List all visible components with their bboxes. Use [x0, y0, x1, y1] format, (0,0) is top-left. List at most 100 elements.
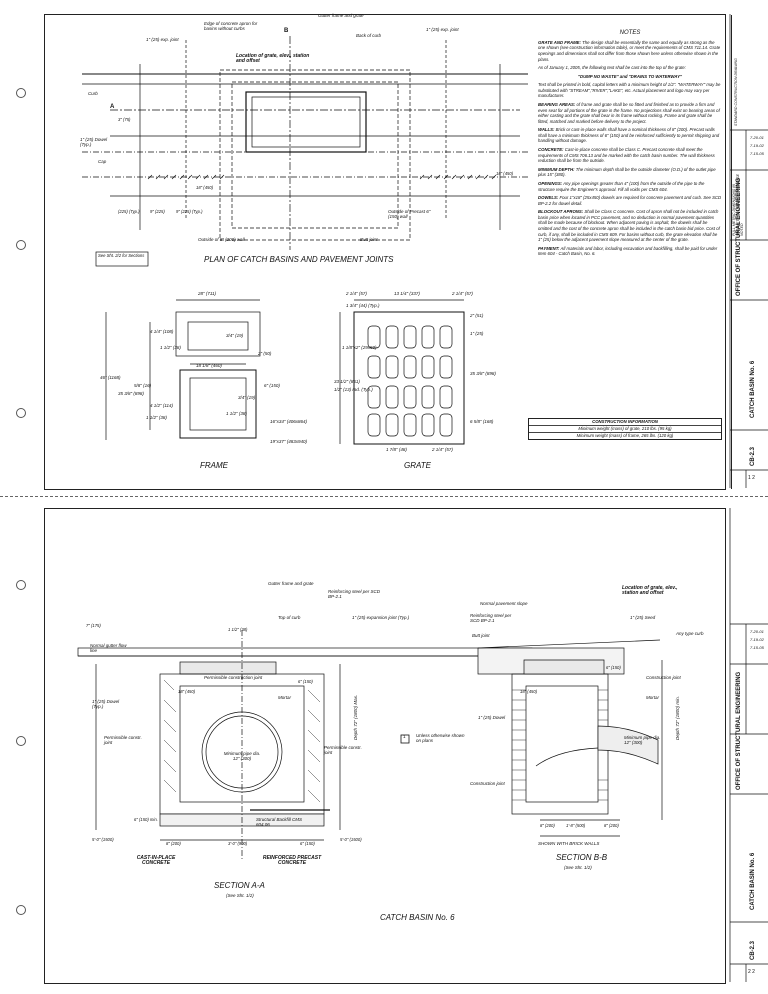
- label-min-pipe-b: Minimum pipe dia. 12" (300): [624, 735, 661, 745]
- dim-9: 9" (225): [150, 209, 165, 214]
- grate-dim: 6 5/8" (168): [470, 419, 494, 424]
- label-dowel-2: 1" (25) Dowel (Typ.): [92, 699, 120, 709]
- rev-date: 7-20-01: [750, 135, 764, 140]
- sheet-1: [44, 14, 732, 490]
- dim-a: 6" (150): [300, 841, 315, 846]
- dim-18: 18" (450): [196, 185, 214, 190]
- note-item: WALLS: Brick or cast-in-place walls shal…: [538, 127, 720, 144]
- section-b-title: SECTION B-B: [556, 853, 608, 862]
- label-mortar: Mortar: [278, 695, 292, 700]
- dim-b: 8" (200): [540, 823, 555, 828]
- rev-date: 7-15-05: [750, 645, 764, 650]
- drawing-title: CATCH BASIN No. 6: [750, 360, 756, 418]
- label-gutter-frame: Gutter frame and grate: [318, 13, 364, 18]
- label-butt-b: Butt joint: [472, 633, 490, 638]
- dim-b: 18" (450): [520, 689, 538, 694]
- label-outside-8: Outside of 8" (200) wall: [198, 237, 245, 242]
- dim-a: 5'-0" (1500): [340, 837, 362, 842]
- construction-info-row: Minimum weight (mass) of frame, 265 lbs.…: [576, 433, 674, 438]
- grate-dim: 1" (25): [470, 331, 484, 336]
- note-item: DOWELS: Four 1"x18" (25x450) dowels are …: [538, 195, 722, 206]
- dim-3: 3" (75): [118, 117, 131, 122]
- frame-dim: 16"x34" (406x864): [270, 419, 307, 424]
- grate-dim: 33 1/2" (851): [334, 379, 360, 384]
- sheet-number-2: 2 2: [748, 969, 755, 975]
- label-exp-joint: 1" (25) expansion joint (Typ.): [352, 615, 410, 620]
- punch-hole: [16, 580, 26, 590]
- label-perm-left: Permissible constr. joint: [104, 735, 142, 745]
- frame-dim: 19"x37" (483x940): [270, 439, 307, 444]
- grate-dim: 2" (51): [470, 313, 484, 318]
- grate-dim: 1 7/8" (48): [386, 447, 407, 452]
- drawing-title-2: CATCH BASIN No. 6: [750, 852, 756, 910]
- label-normal-gutter: Normal gutter flow line: [90, 643, 127, 653]
- section-b-subtitle: (See Sht. 1/2): [564, 865, 592, 870]
- drawing-code-2: CB-2.3: [750, 940, 756, 960]
- frame-dim: 35 3/8" (898): [118, 391, 144, 396]
- label-seed-b: 1" (25) Seed: [630, 615, 656, 620]
- office-name: OFFICE OF STRUCTURAL ENGINEERING: [736, 177, 742, 296]
- dim-a: 5'-0" (1500): [92, 837, 114, 842]
- note-item: GRATE AND FRAME: The design shall be ess…: [538, 39, 721, 62]
- construction-info-title: CONSTRUCTION INFORMATION: [529, 419, 721, 426]
- grate-dim: 1/2" (13) rad. (Typ.): [334, 387, 373, 392]
- grate-dim: 1 3/4" (44) (Typ.): [346, 303, 380, 308]
- label-reinf-b: Reinforcing steel per SCD BP-2.1: [470, 613, 512, 623]
- label-reinf: Reinforcing steel per SCD BP-2.1: [328, 589, 381, 599]
- note-item: Text shall be printed in bold, capital l…: [538, 82, 721, 99]
- dim-b: 8" (200): [604, 823, 619, 828]
- label-any-curb: Any type curb: [676, 631, 704, 636]
- dim-a: 18" (450): [178, 689, 196, 694]
- label-dowel-b: 1" (25) Dowel: [478, 715, 506, 720]
- frame-dim: 2" (50): [258, 351, 272, 356]
- label-see-sheet: See Sht. 2/2 for Sections: [98, 253, 145, 258]
- note-item: OPENINGS: Any pipe openings greater than…: [538, 180, 705, 192]
- dim-a: 8" (200): [166, 841, 181, 846]
- section-a-subtitle: (See Sht. 1/2): [226, 893, 254, 898]
- note-item: "DUMP NO WASTE" and "DRAINS TO WATERWAY": [577, 73, 683, 79]
- note-number: 1: [403, 734, 406, 739]
- note-item: BLOCKOUT APRONS: Shall be Class C concre…: [538, 209, 720, 243]
- label-depth-b: Depth 72" (1800) min.: [675, 696, 680, 740]
- label-outside-precast: Outside of Precast 6" (150) wall: [388, 209, 431, 219]
- grate-dim: 2 1/4" (57): [346, 291, 367, 296]
- grate-dim: 1 1/8"x2" (29x50): [342, 345, 377, 350]
- frame-dim: 28" (711): [198, 291, 217, 296]
- label-exp-joint-right: 1" (25) exp. joint: [426, 27, 459, 32]
- note-item: BEARING AREAS: of frame and grate shall …: [538, 102, 720, 124]
- office-name-2: OFFICE OF STRUCTURAL ENGINEERING: [736, 671, 742, 790]
- frame-dim: 1 1/2" (38): [160, 345, 181, 350]
- label-constr-b: Construction joint: [646, 675, 681, 680]
- label-top-curb: Top of curb: [278, 615, 301, 620]
- construction-info-table: CONSTRUCTION INFORMATION Minimum weight …: [528, 418, 722, 440]
- dim-9-typ: 9" (225) (Typ.): [176, 209, 203, 214]
- label-dowel: 1" (25) Dowel (Typ.): [80, 137, 108, 147]
- title-block: [731, 15, 732, 489]
- label-cast-in-place: CAST-IN-PLACE CONCRETE: [136, 855, 176, 867]
- label-constr-joint: Permissible construction joint: [204, 675, 263, 680]
- label-cap: Cap: [98, 159, 107, 164]
- frame-dim: 46" (1168): [100, 375, 121, 380]
- approved-stamp: STANDARD CONSTRUCTION DRAWING: [734, 58, 738, 126]
- unless-note: Unless otherwise shown on plans: [416, 733, 465, 743]
- label-curb: Curb: [88, 91, 98, 96]
- rev-date: 7-20-01: [750, 629, 764, 634]
- frame-title: FRAME: [200, 461, 228, 470]
- perforation-line: [0, 496, 768, 497]
- dim-b: 1'-8" (500): [566, 823, 586, 828]
- label-normal-b: Normal pavement slope: [480, 601, 528, 606]
- punch-hole: [16, 408, 26, 418]
- plan-title: PLAN OF CATCH BASINS AND PAVEMENT JOINTS: [204, 255, 394, 264]
- footer-title: CATCH BASIN No. 6: [380, 913, 455, 922]
- note-item: CONCRETE: Cast-in-place concrete shall b…: [538, 147, 715, 164]
- metric-note: FULL METRIC DIMENSIONS IN MILLIMETERS UN…: [732, 173, 744, 236]
- label-struct-backfill: Structural Backfill CMS 604.06: [256, 817, 303, 827]
- note-item: PAYMENT: All materials and labor, includ…: [538, 245, 718, 257]
- dim-18-2: 18" (450): [496, 171, 514, 176]
- dim-b: 6" (150): [606, 665, 621, 670]
- grate-dim: 35 3/8" (898): [470, 371, 496, 376]
- punch-hole: [16, 736, 26, 746]
- frame-dim: 6" (150): [264, 383, 280, 388]
- section-marker-b: B: [284, 28, 289, 34]
